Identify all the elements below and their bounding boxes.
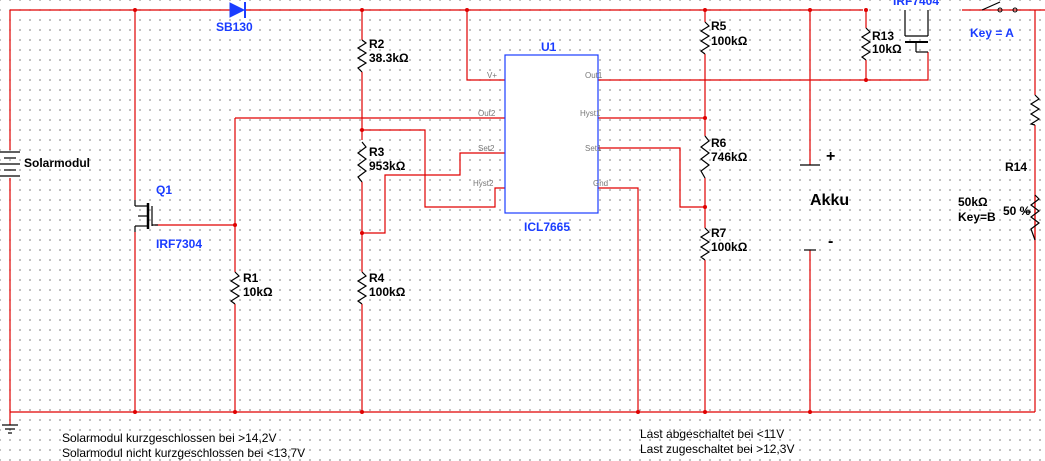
resistor-r14-top (1029, 94, 1041, 126)
u1-pin-hyst1: Hyst1 (580, 109, 601, 118)
r2-value: 38.3kΩ (369, 51, 409, 65)
resistor-r5 (699, 21, 711, 55)
mosfet-q1-symbol (134, 200, 158, 232)
wire-gnd (598, 187, 639, 412)
resistor-r6 (700, 135, 710, 179)
r7-value: 100kΩ (711, 240, 748, 254)
akku-minus: - (828, 233, 833, 250)
resistor-r2 (356, 39, 368, 73)
diode-sb130-symbol (229, 2, 246, 18)
resistor-r14-pot (1030, 194, 1040, 241)
solar-label: Solarmodul (24, 156, 90, 170)
resistor-r1 (229, 271, 241, 305)
u1-pin-out1: Out1 (585, 71, 603, 80)
r1-name: R1 (243, 271, 259, 285)
resistor-r13 (860, 27, 872, 61)
r7-name: R7 (711, 226, 727, 240)
r6-name: R6 (711, 136, 727, 150)
solar-module-symbol (0, 151, 20, 177)
r3-value: 953kΩ (369, 159, 406, 173)
note-left-2: Solarmodul nicht kurzgeschlossen bei <13… (62, 446, 305, 460)
akku-label: Akku (810, 192, 849, 209)
r13-value: 10kΩ (872, 42, 902, 56)
resistor-r3 (357, 141, 367, 183)
wire-hyst2 (362, 129, 505, 208)
wire-set2 (362, 152, 505, 234)
u1-pin-out2: Out2 (478, 109, 496, 118)
r2-name: R2 (369, 37, 385, 51)
wire-vplus (466, 10, 505, 81)
junctions (133, 8, 868, 414)
note-left-1: Solarmodul kurzgeschlossen bei >14,2V (62, 431, 276, 445)
note-right-1: Last abgeschaltet bei <11V (640, 427, 784, 441)
r4-value: 100kΩ (369, 285, 406, 299)
u1-pin-set2: Set2 (478, 144, 495, 153)
u1-name: U1 (541, 40, 557, 54)
wire-out1 (598, 52, 929, 81)
mosfet-q2-symbol (904, 10, 929, 53)
r5-value: 100kΩ (711, 34, 748, 48)
u1-model: ICL7665 (524, 220, 570, 234)
r14-value: 50kΩ (958, 195, 988, 209)
u1-pin-set1: Set1 (585, 144, 602, 153)
r3-name: R3 (369, 145, 385, 159)
r4-name: R4 (369, 271, 385, 285)
resistor-r4 (356, 271, 368, 305)
battery-symbol (800, 164, 820, 251)
note-right-2: Last zugeschaltet bei >12,3V (640, 442, 794, 456)
r14-key: Key=B (958, 210, 996, 224)
wire-set1 (598, 147, 705, 208)
components (0, 1, 1041, 434)
ic-u1-body (504, 54, 599, 214)
q1-name: Q1 (156, 183, 172, 197)
r5-name: R5 (711, 19, 727, 33)
q1-model: IRF7304 (156, 237, 202, 251)
u1-pin-hyst2: Hyst2 (473, 179, 494, 188)
r14-name: R14 (1005, 160, 1027, 174)
diode-label: SB130 (216, 20, 253, 34)
u1-pin-gnd: Gnd (593, 179, 608, 188)
switch-key: Key = A (970, 26, 1014, 40)
r1-value: 10kΩ (243, 285, 273, 299)
u1-pin-vplus: V+ (487, 71, 497, 80)
q2-model: IRF7404 (893, 0, 939, 8)
akku-plus: + (826, 148, 835, 165)
switch-symbol (981, 1, 1018, 13)
r13-name: R13 (872, 29, 894, 43)
r6-value: 746kΩ (711, 150, 748, 164)
r14-percent: 50 % (1003, 204, 1031, 218)
ground-symbol (2, 424, 18, 434)
resistor-r7 (699, 227, 711, 261)
